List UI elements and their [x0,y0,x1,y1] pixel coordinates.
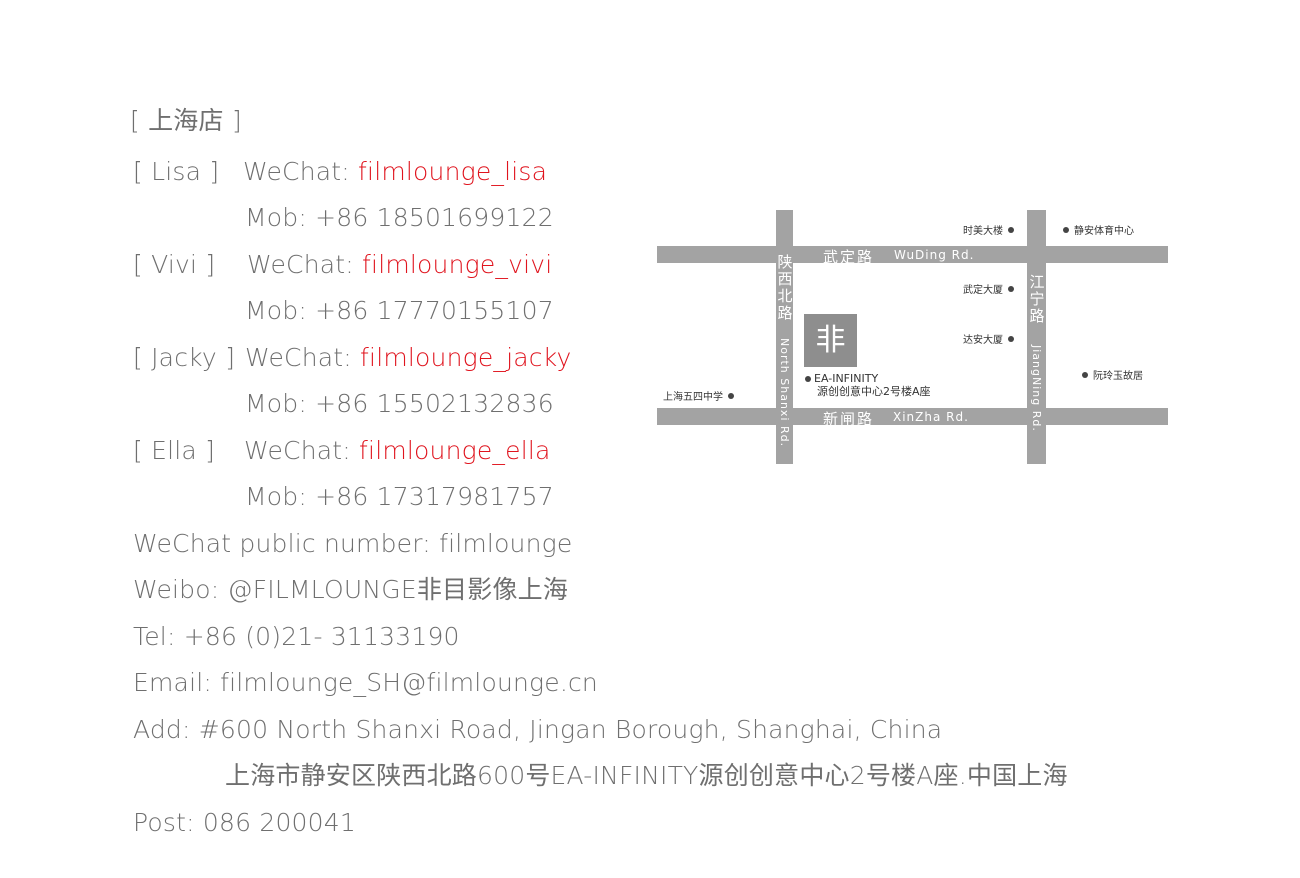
logo-glyph: 非 [815,323,846,358]
telephone[interactable]: Tel: +86 (0)21- 31133190 [133,622,460,651]
road-label-jiangning-cn: 江 宁 路 [1029,273,1045,325]
wechat-row: WeChat: filmlounge_vivi [247,250,552,280]
wechat-id[interactable]: filmlounge_ella [359,436,551,465]
mob-number[interactable]: +86 17770155107 [315,296,554,325]
ea-infinity-logo: 非 [804,314,857,367]
road-north-shanxi [776,210,793,464]
mob-number[interactable]: +86 18501699122 [315,203,554,232]
wechat-id[interactable]: filmlounge_jacky [360,343,572,372]
poi-dot-icon [1008,335,1014,342]
contact-name: [ Jacky ] [133,343,236,372]
wechat-label: WeChat: [243,157,350,186]
email[interactable]: Email: filmlounge_SH@filmlounge.cn [133,668,598,697]
poi-ruanlingyu: 阮玲玉故居 [1082,367,1143,382]
mob-label: Mob: [245,296,307,325]
mob-row: Mob: +86 18501699122 [245,203,554,233]
poi-wuding-building: 武定大厦 [963,281,1014,296]
mob-label: Mob: [245,389,307,418]
postcode: Post: 086 200041 [133,808,356,837]
contact-name: [ Ella ] [133,436,216,465]
wechat-label: WeChat: [244,436,351,465]
wechat-label: WeChat: [247,250,354,279]
road-jiangning [1027,210,1046,464]
location-dot-icon [805,376,811,382]
poi-dot-icon [1008,285,1014,292]
mob-number[interactable]: +86 17317981757 [315,482,554,511]
road-label-xinzha-cn: 新闸路 [823,410,875,428]
road-label-shanxi-cn: 陕 西 北 路 [777,253,793,322]
address-cn: 上海市静安区陕西北路600号EA-INFINITY源创创意中心2号楼A座.中国上… [225,761,1068,790]
mob-number[interactable]: +86 15502132836 [315,389,554,418]
road-label-shanxi-en: North Shanxi Rd. [778,338,791,448]
mob-label: Mob: [245,203,307,232]
ea-infinity-label: EA-INFINITY 源创创意中心2号楼A座 [805,372,931,398]
poi-dot-icon [1082,371,1088,378]
poi-shimei: 时美大楼 [963,222,1014,237]
wechat-row: WeChat: filmlounge_ella [244,436,551,466]
poi-dot-icon [1063,226,1069,233]
road-label-jiangning-en: JiangNing Rd. [1030,345,1043,432]
road-label-wuding-en: WuDing Rd. [894,248,975,262]
poi-school: 上海五四中学 [663,388,734,403]
contact-name: [ Lisa ] [133,157,220,186]
weibo[interactable]: Weibo: @FILMLOUNGE非目影像上海 [133,575,569,604]
wechat-id[interactable]: filmlounge_vivi [362,250,553,279]
poi-dot-icon [1008,226,1014,233]
poi-daan-building: 达安大厦 [963,331,1014,346]
road-label-xinzha-en: XinZha Rd. [893,410,969,424]
poi-dot-icon [728,392,734,399]
poi-jingan-sports: 静安体育中心 [1063,222,1134,237]
mob-row: Mob: +86 15502132836 [245,389,554,419]
wechat-label: WeChat: [245,343,352,372]
contact-name: [ Vivi ] [133,250,216,279]
wechat-id[interactable]: filmlounge_lisa [358,157,548,186]
mob-row: Mob: +86 17317981757 [245,482,554,512]
wechat-public-number: WeChat public number: filmlounge [133,529,573,558]
mob-row: Mob: +86 17770155107 [245,296,554,326]
wechat-row: WeChat: filmlounge_lisa [243,157,547,187]
store-title: [ 上海店 ] [130,106,242,135]
mob-label: Mob: [245,482,307,511]
address-en: Add: #600 North Shanxi Road, Jingan Boro… [133,715,943,744]
wechat-row: WeChat: filmlounge_jacky [245,343,572,373]
road-label-wuding-cn: 武定路 [823,248,875,266]
location-map: 武定路 WuDing Rd. 新闸路 XinZha Rd. 陕 西 北 路 No… [655,208,1170,466]
